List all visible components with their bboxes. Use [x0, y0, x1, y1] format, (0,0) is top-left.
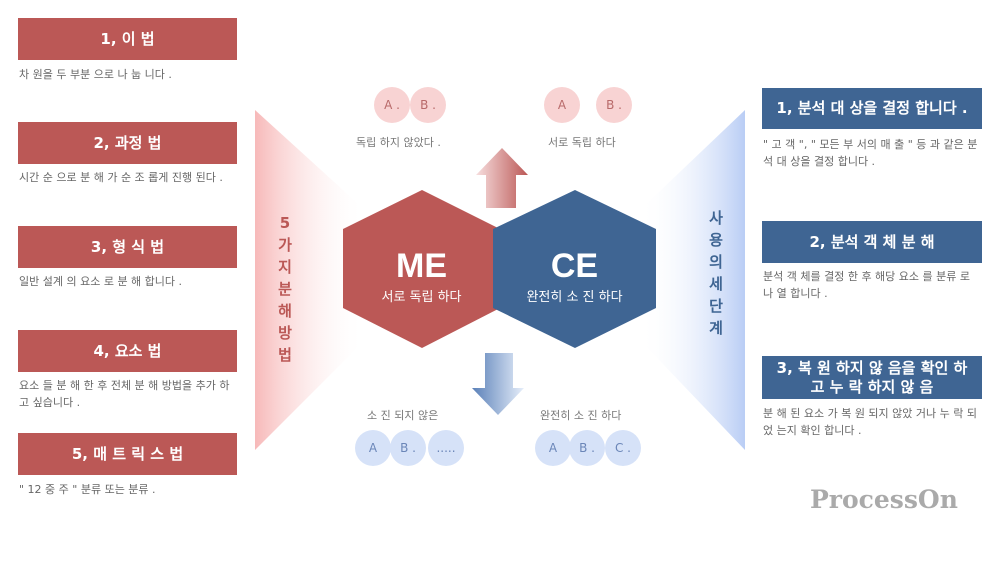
- top-left-label: 독립 하지 않았다 .: [356, 136, 441, 149]
- down-arrow: [472, 353, 524, 415]
- circle-item: C .: [605, 430, 641, 466]
- circle-item: A: [535, 430, 571, 466]
- circle-item: B .: [390, 430, 426, 466]
- circle-item: A: [355, 430, 391, 466]
- me-hexagon: [343, 190, 500, 348]
- method-desc: 시간 순 으로 분 해 가 순 조 롭게 진행 된다 .: [19, 171, 223, 184]
- me-title: ME: [396, 247, 447, 285]
- method-desc: 일반 설계 의 요소 로 분 해 합니다 .: [19, 275, 183, 288]
- method-title: 1, 이 법: [18, 18, 237, 60]
- ce-hexagon: [493, 190, 656, 348]
- right-vertical-title: 사용의 세 단계: [709, 209, 723, 337]
- method-title: 5, 매 트 릭 스 법: [18, 433, 237, 475]
- bottom-left-label: 소 진 되지 않은: [367, 409, 439, 422]
- left-vertical-title: 5 가지 분해 방법: [278, 214, 292, 364]
- circle-item: A .: [374, 87, 410, 123]
- ce-title: CE: [550, 247, 599, 285]
- step-desc: 분석 객 체를 결정 한 후 해당 요소 를 분류 로 나 열 합니다 .: [763, 270, 971, 300]
- method-desc: 차 원을 두 부분 으로 나 눕 니다 .: [19, 68, 172, 81]
- method-title: 3, 형 식 법: [18, 226, 237, 268]
- left-trapezoid: [255, 110, 365, 450]
- bottom-right-label: 완전히 소 진 하다: [540, 409, 622, 422]
- method-desc: " 12 중 주 " 분류 또는 분류 .: [19, 483, 156, 496]
- method-desc: 요소 들 분 해 한 후 전체 분 해 방법을 추가 하고 싶습니다 .: [19, 379, 230, 409]
- step-desc: " 고 객 ", " 모든 부 서의 매 출 " 등 과 같은 분석 대 상을 …: [763, 138, 978, 168]
- right-trapezoid: [640, 110, 745, 450]
- me-subtitle: 서로 독립 하다: [381, 290, 462, 305]
- step-title: 1, 분석 대 상을 결정 합니다 .: [762, 88, 982, 129]
- circle-item: .....: [428, 430, 464, 466]
- method-title: 2, 과정 법: [18, 122, 237, 164]
- method-title: 4, 요소 법: [18, 330, 237, 372]
- step-desc: 분 해 된 요소 가 복 원 되지 않았 거나 누 락 되었 는지 확인 합니다…: [763, 407, 977, 437]
- step-title: 2, 분석 객 체 분 해: [762, 221, 982, 263]
- circle-item: B .: [569, 430, 605, 466]
- circle-item: B .: [596, 87, 632, 123]
- ce-label: CE 완전히 소 진 하다: [493, 247, 656, 305]
- circle-item: A: [544, 87, 580, 123]
- step-title: 3, 복 원 하지 않 음을 확인 하 고 누 락 하지 않 음: [762, 356, 982, 399]
- ce-subtitle: 완전히 소 진 하다: [526, 290, 623, 305]
- up-arrow: [476, 148, 528, 208]
- top-right-label: 서로 독립 하다: [548, 136, 616, 149]
- watermark: ProcessOn: [810, 485, 958, 514]
- me-label: ME 서로 독립 하다: [343, 247, 500, 305]
- circle-item: B .: [410, 87, 446, 123]
